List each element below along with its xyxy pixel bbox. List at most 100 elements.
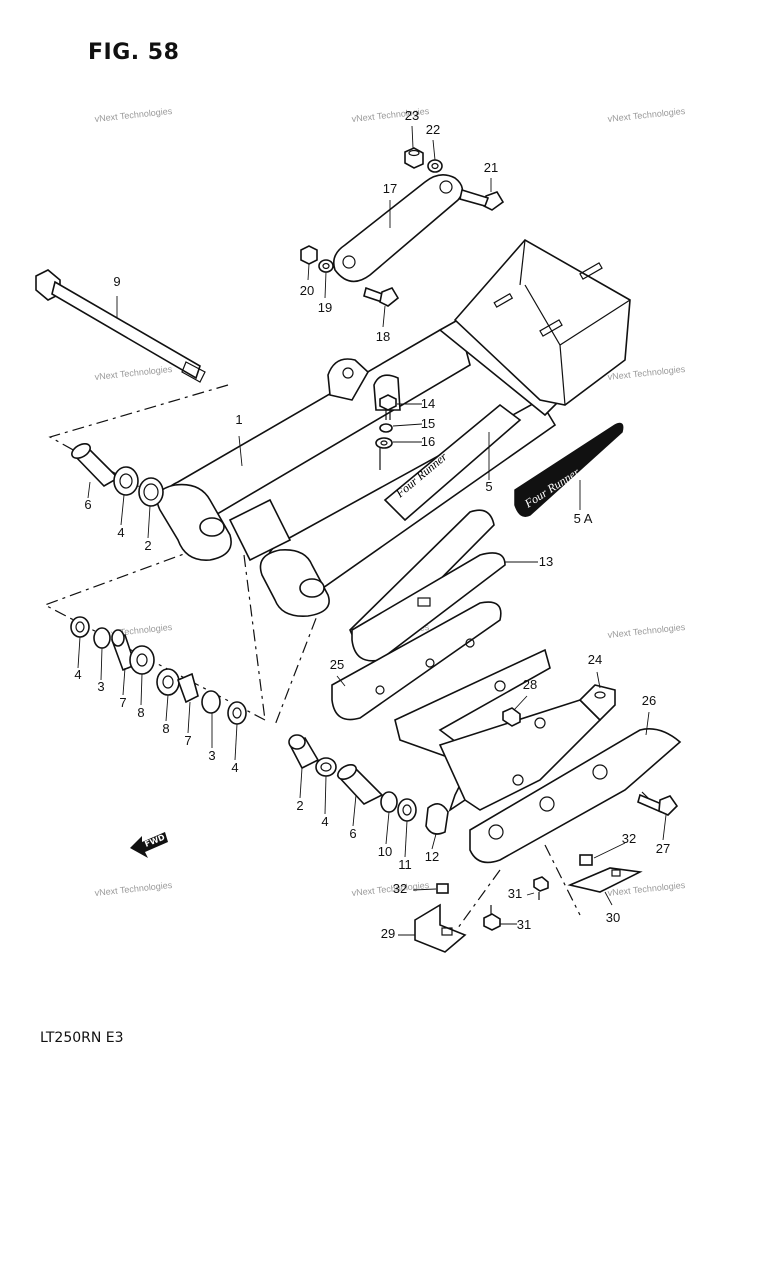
callout-c31a: 31	[508, 886, 522, 901]
callout-c32a: 32	[622, 831, 636, 846]
collar-7-b	[176, 672, 199, 734]
bushing-6-b	[336, 763, 384, 827]
callout-c8b: 8	[162, 721, 169, 736]
callout-c7a: 7	[119, 695, 126, 710]
callout-c28: 28	[523, 677, 537, 692]
seal-4-d	[315, 757, 337, 815]
callout-c29: 29	[381, 926, 395, 941]
bushing-6-a	[71, 442, 120, 499]
callout-c12: 12	[425, 849, 439, 864]
callout-c6a: 6	[84, 497, 91, 512]
callout-c4b: 4	[74, 667, 81, 682]
callout-c2b: 2	[296, 798, 303, 813]
assembly-line	[641, 791, 661, 811]
chain-case-25	[331, 601, 502, 721]
callout-c10: 10	[378, 844, 392, 859]
bolt-14	[379, 394, 422, 420]
callout-c14: 14	[421, 396, 435, 411]
watermark-text: vNext Technologies	[94, 880, 173, 898]
callout-c20: 20	[300, 283, 314, 298]
callout-c4c: 4	[231, 760, 238, 775]
cover-26	[469, 711, 682, 864]
cap-12	[425, 803, 449, 850]
torque-link	[332, 174, 464, 283]
callout-c17: 17	[383, 181, 397, 196]
bracket-29	[398, 903, 467, 953]
nut-20	[300, 245, 318, 281]
assembly-line	[48, 384, 229, 534]
clip-32-a	[412, 883, 449, 894]
callout-c6b: 6	[349, 826, 356, 841]
callout-c5: 5	[485, 479, 492, 494]
washer-19	[318, 259, 334, 299]
washer-8-b	[156, 668, 180, 722]
bolt-28	[502, 695, 528, 727]
seal-4-c	[227, 701, 247, 761]
pivot-bolt	[35, 269, 206, 383]
washer-10	[380, 791, 398, 845]
watermark-text: vNext Technologies	[94, 106, 173, 124]
assembly-line	[544, 844, 581, 916]
callout-c7b: 7	[184, 733, 191, 748]
callout-c9: 9	[113, 274, 120, 289]
callout-c1: 1	[235, 412, 242, 427]
fwd-arrow: FWD	[130, 832, 168, 858]
callout-c3b: 3	[208, 748, 215, 763]
callout-c21: 21	[484, 160, 498, 175]
callout-c2a: 2	[144, 538, 151, 553]
watermark-text: vNext Technologies	[607, 106, 686, 124]
callout-c31b: 31	[517, 917, 531, 932]
watermark-text: vNext Technologies	[351, 880, 430, 898]
watermark-text: vNext Technologies	[94, 364, 173, 382]
watermark-text: vNext Technologies	[607, 364, 686, 382]
screw-31-b	[483, 905, 517, 931]
washer-8-a	[129, 645, 155, 706]
figure-title: FIG. 58	[88, 40, 180, 65]
washer-15	[379, 423, 423, 433]
washer-3-b	[201, 690, 221, 748]
bracket-24	[394, 648, 616, 812]
watermark-text: vNext Technologies	[607, 622, 686, 640]
seal-11	[397, 798, 417, 858]
callout-c25: 25	[330, 657, 344, 672]
callout-c13: 13	[539, 554, 553, 569]
callout-c4a: 4	[117, 525, 124, 540]
callout-c15: 15	[421, 416, 435, 431]
callout-c22: 22	[426, 122, 440, 137]
clip-32-b	[579, 842, 626, 866]
callout-c24: 24	[588, 652, 602, 667]
callout-c16: 16	[421, 434, 435, 449]
bolt-18	[363, 286, 400, 328]
callout-c19: 19	[318, 300, 332, 315]
washer-16	[375, 437, 422, 449]
washer-3-a	[93, 627, 111, 681]
callout-c26: 26	[642, 693, 656, 708]
oil-seal-4-a	[113, 466, 139, 526]
washer-22	[427, 139, 443, 173]
callout-c4d: 4	[321, 814, 328, 829]
bracket-30	[567, 867, 643, 906]
callout-c18: 18	[376, 329, 390, 344]
model-code: LT250RN E3	[40, 1030, 124, 1046]
screw-31-a	[526, 876, 549, 900]
callout-c3a: 3	[97, 679, 104, 694]
callout-c5a: 5 A	[574, 511, 593, 526]
callout-c8a: 8	[137, 705, 144, 720]
chain-guide	[349, 509, 538, 662]
nut-23	[404, 125, 424, 169]
bearing-2-a	[138, 477, 164, 539]
callout-c30: 30	[606, 910, 620, 925]
seal-4-b	[70, 616, 90, 669]
assembly-line	[243, 554, 266, 721]
bearing-2-b	[288, 734, 320, 799]
bolt-27	[637, 793, 679, 841]
bolt-21	[459, 178, 505, 211]
assembly-line	[274, 594, 326, 726]
callout-c11: 11	[398, 857, 412, 872]
callout-c32b: 32	[393, 881, 407, 896]
callout-c27: 27	[656, 841, 670, 856]
callout-c23: 23	[405, 108, 419, 123]
